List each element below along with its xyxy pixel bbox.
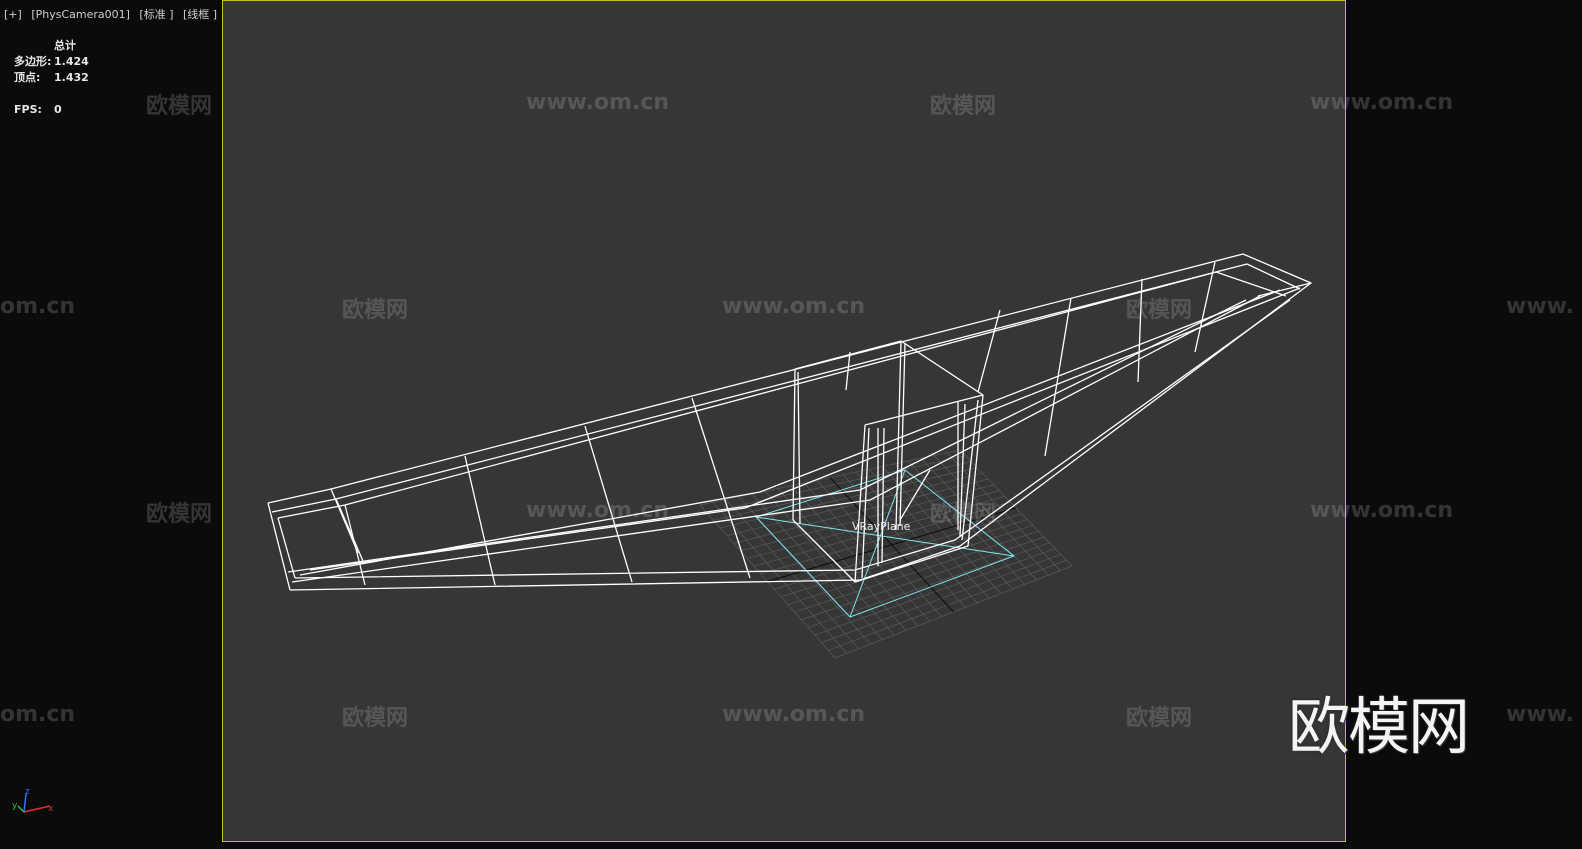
stats-polygons: 多边形: 1.424 [14, 54, 89, 70]
axis-gizmo-icon: x z y [12, 787, 54, 814]
vertices-label: 顶点: [14, 71, 41, 84]
viewport-camera-label[interactable]: [PhysCamera001] [31, 8, 130, 21]
viewport-shading-wireframe[interactable]: [线框 ] [183, 8, 218, 21]
viewport-menu-plus[interactable]: [+] [4, 8, 22, 21]
safe-frame[interactable] [222, 0, 1346, 842]
stats-vertices: 顶点: 1.432 [14, 70, 89, 86]
wireframe-object[interactable] [267, 253, 1312, 591]
vertices-value: 1.432 [54, 71, 89, 84]
axis-y-label: y [12, 801, 18, 811]
fps-label: FPS: [14, 103, 42, 116]
viewport-header: [+] [PhysCamera001] [标准 ] [线框 ] [4, 6, 223, 22]
ground-grid [699, 449, 1073, 659]
axis-z-label: z [25, 787, 30, 797]
axis-x-label: x [48, 804, 54, 814]
polygons-label: 多边形: [14, 55, 52, 68]
polygons-value: 1.424 [54, 55, 89, 68]
grid-axis-line [767, 507, 1017, 583]
stats-header: 总计 [54, 39, 76, 52]
statistics-panel: 总计 多边形: 1.424 顶点: 1.432 FPS: 0 [14, 38, 89, 118]
viewport-shading-standard[interactable]: [标准 ] [139, 8, 174, 21]
vray-plane-label: VRayPlane [852, 520, 911, 533]
om-logo: 欧模网 [1288, 690, 1470, 763]
stats-fps: FPS: 0 [14, 102, 89, 118]
fps-value: 0 [54, 103, 62, 116]
